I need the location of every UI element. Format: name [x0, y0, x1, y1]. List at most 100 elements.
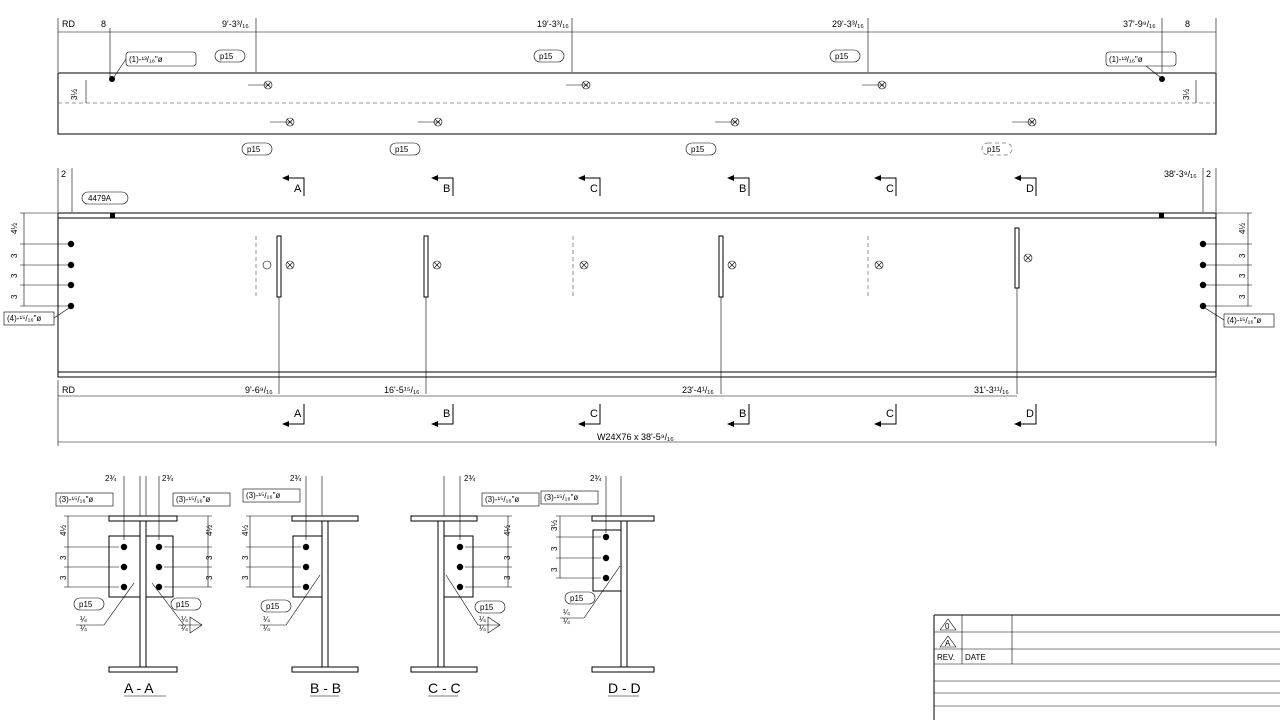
section-mark-bot-c2: C: [874, 404, 897, 427]
bottom-dim-2: 16'-5¹⁵/₁₆: [384, 385, 420, 395]
section-b-dim: 2¾: [290, 474, 301, 483]
p15-tag-top-1: [214, 49, 246, 63]
svg-text:4½: 4½: [10, 223, 19, 234]
svg-text:¼: ¼: [563, 617, 570, 626]
section-mark-bot-d: D: [1014, 404, 1037, 427]
svg-text:4½: 4½: [503, 525, 512, 536]
section-mark-top-c2: C: [874, 175, 897, 196]
section-b-title: B - B: [310, 680, 341, 696]
hole-callout-right: (1)-¹³/₁₆"ø: [1109, 55, 1143, 64]
svg-text:3: 3: [1238, 253, 1247, 258]
station-4: 37'-9⁹/₁₆: [1123, 19, 1156, 29]
p15-tag-bot-4: [981, 142, 1013, 156]
hole-callout-left-elev: (4)-¹⁵/₁₆"ø: [7, 314, 41, 323]
svg-text:B: B: [739, 408, 746, 420]
svg-text:¼: ¼: [563, 608, 570, 617]
svg-text:3: 3: [550, 546, 559, 551]
weld-symbol-lower-2: [418, 117, 443, 127]
stiffener-c2: [867, 236, 884, 297]
hole-callout-left: (1)-¹³/₁₆"ø: [129, 55, 163, 64]
beam-elevation: [57, 212, 1217, 378]
svg-text:4½: 4½: [59, 525, 68, 536]
piece-mark-box: [81, 191, 129, 205]
p15-tag-bot-1: [241, 142, 273, 156]
section-c-c: 2¾ (3)-¹⁵/₁₆"ø 4½ 3 3 p15 ¼ ¼ C - C: [410, 474, 540, 697]
svg-text:C: C: [590, 408, 598, 420]
camber-mark-right: [1159, 213, 1164, 218]
station-1: 9'-3³/₁₆: [222, 19, 249, 29]
camber-mark-left: [110, 213, 115, 218]
section-b-callout: (3)-¹⁵/₁₆"ø: [246, 491, 280, 500]
svg-text:3: 3: [550, 567, 559, 572]
rev-0: 0: [945, 622, 950, 631]
weld-symbol-upper-3: [862, 80, 887, 90]
revision-block: 0 A REV. DATE: [933, 614, 1280, 720]
right-end-dim: 8: [1185, 19, 1190, 29]
svg-text:D: D: [1026, 183, 1034, 195]
svg-text:3: 3: [205, 555, 214, 560]
svg-text:¼: ¼: [80, 624, 87, 633]
top-view: RD 8 9'-3³/₁₆ 19'-3³/₁₆ 29'-3³/₁₆ 37'-9⁹…: [57, 18, 1217, 156]
bottom-dim-3: 23'-4¹/₁₆: [682, 385, 714, 395]
section-mark-top-d: D: [1014, 175, 1037, 196]
svg-text:3: 3: [503, 555, 512, 560]
weld-symbol-lower-1: [270, 117, 295, 127]
weld-symbol-upper-2: [566, 80, 591, 90]
svg-text:¼: ¼: [80, 615, 87, 624]
p15-tag-top-2: [533, 49, 565, 63]
stiffener-b1: [423, 235, 442, 394]
svg-text:A: A: [294, 408, 302, 420]
bottom-dim-4: 31'-3¹¹/₁₆: [974, 385, 1009, 395]
svg-text:4½: 4½: [241, 525, 250, 536]
section-mark-bot-a: A: [282, 404, 305, 427]
rev-triangle-a: [939, 635, 957, 648]
left-end-dim: 8: [101, 19, 106, 29]
end-hole-right: [1159, 76, 1165, 82]
svg-text:3: 3: [1238, 273, 1247, 278]
p15-tag-bot-3-label: p15: [691, 145, 705, 154]
p15-tag-bot-3: [685, 142, 717, 156]
svg-text:3: 3: [241, 555, 250, 560]
station-2: 19'-3³/₁₆: [537, 19, 569, 29]
hole-callout-right-elev: (4)-¹⁵/₁₆"ø: [1227, 316, 1261, 325]
member-label: W24X76 x 38'-5⁹/₁₆: [597, 432, 674, 442]
svg-text:3: 3: [10, 273, 19, 278]
p15-tag-bot-1-label: p15: [247, 145, 261, 154]
right-station: 38'-3⁹/₁₆: [1164, 169, 1197, 179]
section-d-callout: (3)-¹⁵/₁₆"ø: [544, 493, 578, 502]
svg-text:A: A: [294, 183, 302, 195]
bottom-dim-1: 9'-6⁹/₁₆: [245, 385, 273, 395]
col-date: DATE: [965, 653, 986, 662]
p15-tag-bot-4-label: p15: [987, 145, 1001, 154]
svg-text:¼: ¼: [479, 624, 486, 633]
gauge-right: 3½: [1182, 89, 1191, 100]
section-c-dim: 2¾: [464, 474, 475, 483]
section-d-dim: 2¾: [590, 474, 601, 483]
stiffener-c1: [572, 236, 589, 297]
section-c-callout: (3)-¹⁵/₁₆"ø: [485, 495, 519, 504]
p15-tag-top-1-label: p15: [220, 52, 234, 61]
weld-symbol-lower-4: [1012, 117, 1037, 127]
svg-text:B: B: [443, 183, 450, 195]
top-flange-outline: [57, 72, 1217, 135]
section-a-title: A - A: [124, 680, 154, 696]
hole-callout-right-box: [1105, 51, 1177, 67]
svg-text:B: B: [443, 408, 450, 420]
svg-text:4½: 4½: [205, 525, 214, 536]
section-c-tag: p15: [480, 603, 494, 612]
section-mark-bot-c1: C: [578, 404, 601, 427]
section-b-tag: p15: [266, 602, 280, 611]
section-a-dim-r: 2¾: [162, 474, 173, 483]
section-mark-top-a: A: [282, 175, 305, 196]
section-mark-bot-b2: B: [727, 404, 750, 427]
section-d-tag: p15: [570, 594, 584, 603]
svg-text:3: 3: [59, 575, 68, 580]
svg-text:3½: 3½: [550, 520, 559, 531]
svg-text:C: C: [886, 183, 894, 195]
p15-tag-bot-2-label: p15: [395, 145, 409, 154]
section-mark-top-b2: B: [727, 175, 750, 196]
elevation-view: 2 38'-3⁹/₁₆ 2 4479A A B C B: [3, 168, 1275, 446]
end-dim-left: 2: [61, 169, 66, 179]
svg-text:3: 3: [59, 555, 68, 560]
